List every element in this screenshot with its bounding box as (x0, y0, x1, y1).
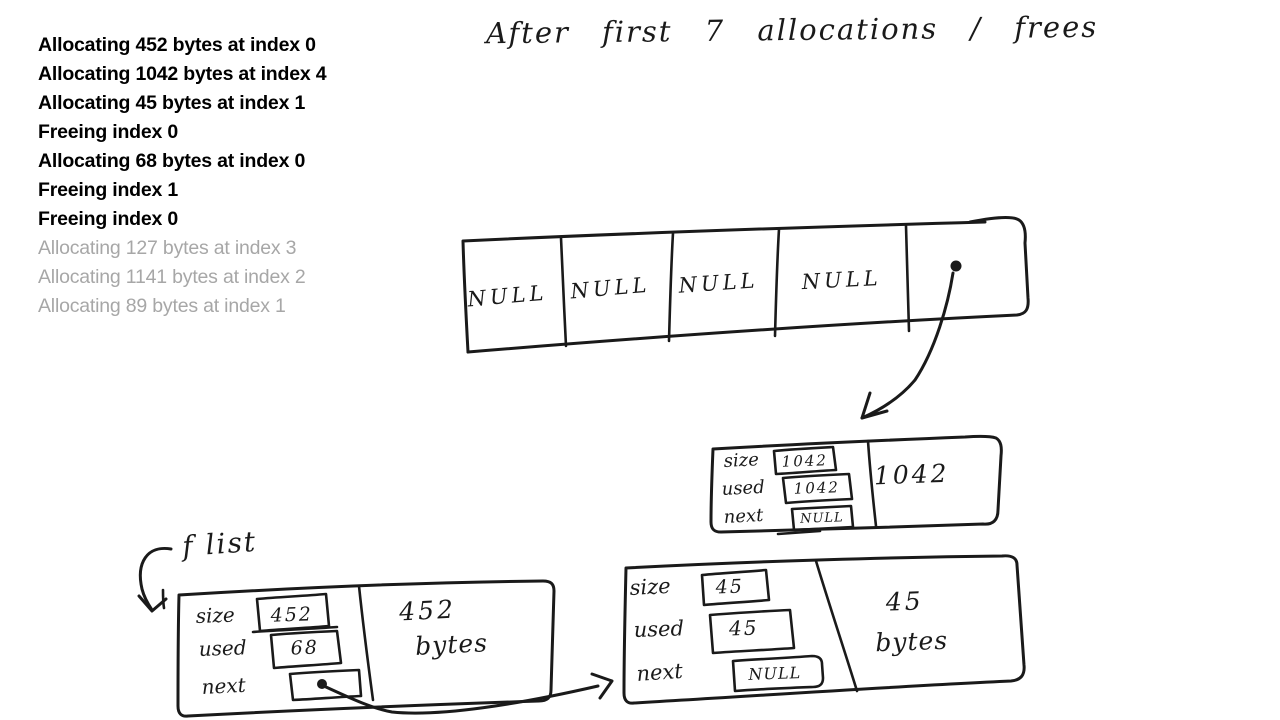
log-line: Freeing index 1 (38, 179, 179, 201)
log-line-pending: Allocating 127 bytes at index 3 (38, 237, 297, 259)
pen-stroke (161, 588, 166, 610)
array-cell-null: NULL (569, 273, 652, 304)
log-line: Allocating 45 bytes at index 1 (38, 92, 306, 114)
used-value: 68 (290, 637, 319, 660)
block-note: 452 (397, 595, 456, 627)
used-value: 45 (728, 615, 759, 640)
log-line: Freeing index 0 (38, 121, 179, 143)
heap-pointer-array: NULL NULL NULL NULL (461, 216, 1030, 420)
next-label: next (723, 505, 764, 528)
log-line: Allocating 1042 bytes at index 4 (38, 63, 327, 85)
next-field-box (288, 668, 363, 702)
next-pointer-arrowhead-icon (590, 672, 614, 700)
free-block-452: size used next 452 68 452 bytes (161, 579, 614, 718)
free-block-45: size used next 45 45 NULL 45 bytes (622, 554, 1026, 705)
block-divider (357, 584, 375, 702)
block-note: bytes (414, 628, 488, 661)
size-label: size (195, 603, 235, 628)
array-cell-null: NULL (677, 268, 759, 298)
allocation-block-1042: size used next 1042 1042 NULL 1042 (709, 434, 1003, 536)
array-divider (667, 231, 675, 343)
array-cell-null: NULL (466, 281, 549, 312)
size-value: 1042 (781, 451, 828, 471)
array-divider (559, 236, 568, 348)
free-list-arrow (138, 546, 173, 612)
next-label: next (201, 673, 247, 699)
block-outline (176, 579, 556, 718)
next-value: NULL (747, 663, 801, 684)
used-value: 1042 (793, 478, 840, 498)
log-line: Allocating 452 bytes at index 0 (38, 34, 316, 56)
array-divider (773, 227, 781, 338)
array-cell-null: NULL (800, 266, 882, 294)
next-pointer-arrow (324, 684, 600, 715)
size-label: size (629, 574, 671, 600)
array-pointer-arrow (860, 271, 955, 420)
block-outline (622, 554, 1026, 705)
block-divider (866, 439, 878, 528)
pen-stroke (251, 625, 339, 634)
next-field-box (731, 654, 825, 693)
used-label: used (633, 616, 684, 642)
size-label: size (723, 449, 759, 472)
next-value: NULL (799, 510, 844, 527)
used-label: used (721, 477, 765, 500)
array-outline-right (466, 216, 1030, 354)
activity-log: Allocating 452 bytes at index 0 Allocati… (38, 31, 327, 321)
used-field-box (708, 608, 796, 655)
array-divider (904, 224, 911, 333)
used-field-box (781, 472, 854, 505)
free-list-pointer: f list (137, 525, 258, 613)
size-value: 45 (714, 576, 744, 599)
used-label: used (198, 635, 247, 661)
pointer-dot (950, 260, 962, 272)
array-pointer-arrowhead-icon (860, 391, 889, 420)
block-note: bytes (875, 626, 949, 658)
next-field-box (790, 504, 855, 532)
size-field-box (700, 568, 771, 607)
log-line-pending: Allocating 1141 bytes at index 2 (38, 266, 306, 288)
size-field-box (772, 445, 838, 476)
log-line: Allocating 68 bytes at index 0 (38, 150, 306, 172)
next-label: next (636, 659, 684, 686)
pointer-dot (317, 679, 327, 689)
block-outline (709, 434, 1003, 534)
array-outline (461, 220, 987, 354)
pen-stroke (776, 529, 822, 536)
used-field-box (269, 629, 343, 670)
log-line-pending: Allocating 89 bytes at index 1 (38, 295, 286, 317)
block-note: 45 (884, 586, 924, 616)
free-list-label: f list (179, 525, 258, 563)
log-line: Freeing index 0 (38, 208, 179, 230)
size-value: 452 (269, 603, 313, 626)
block-note: 1042 (873, 459, 950, 491)
block-divider (814, 559, 859, 693)
